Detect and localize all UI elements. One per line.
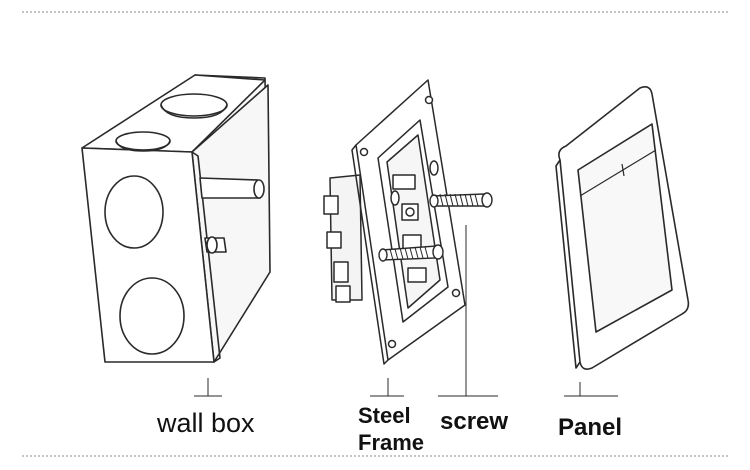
steel-frame-label: Steel Frame [358,402,424,456]
leader-lines [194,225,618,397]
screws-drawing [378,192,493,262]
steel-frame-label-line1: Steel [358,403,411,428]
wall-box-drawing [81,74,271,363]
panel-drawing [555,86,690,370]
steel-frame-drawing [323,79,466,365]
screw-label: screw [440,408,509,435]
steel-frame-label-line2: Frame [358,430,425,455]
panel-label: Panel [558,414,623,441]
wall-box-label: wall box [157,408,255,438]
